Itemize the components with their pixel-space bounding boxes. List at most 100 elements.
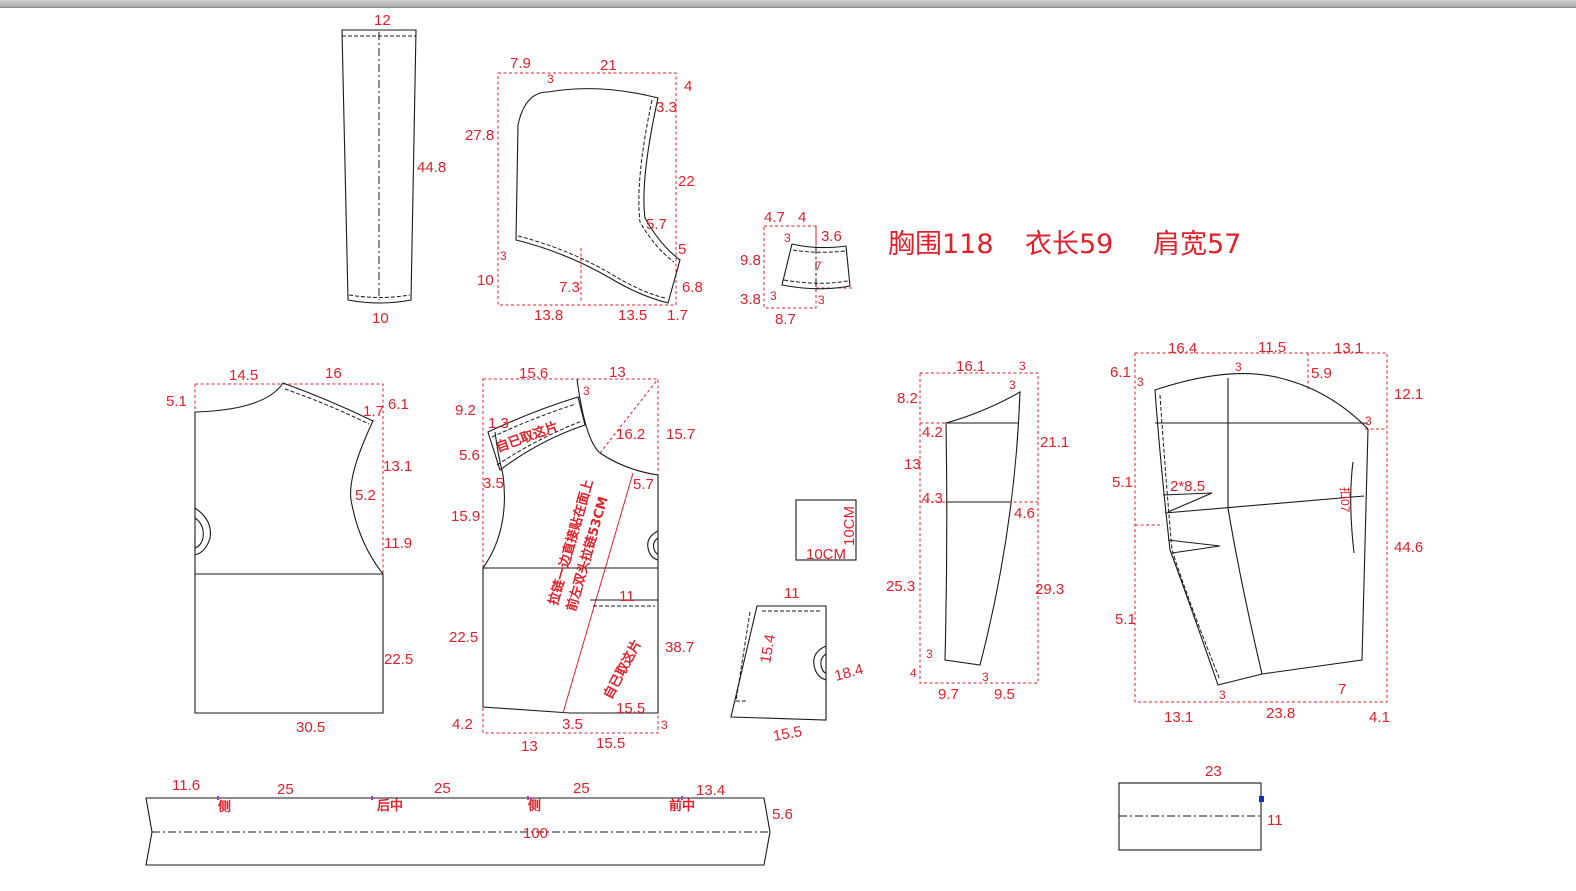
- dim-sleeve-strip-bottom: 10: [372, 310, 389, 327]
- dim-back-5: 6.1: [388, 396, 409, 413]
- dim-back-6: 13.1: [383, 458, 412, 475]
- length-label: 衣长59: [1025, 229, 1113, 260]
- dim-side-10: 25.3: [886, 578, 915, 595]
- dim-hem-4: 25: [573, 780, 590, 797]
- dim-hood-4: 4: [684, 78, 692, 95]
- dim-front-7: 15.7: [666, 426, 695, 443]
- dim-side-7: 13: [904, 456, 921, 473]
- dim-collar-8: 3.8: [740, 291, 761, 308]
- dim-front-10: 5.7: [633, 476, 654, 493]
- dim-sleeve-3: 13.1: [1334, 340, 1363, 357]
- dim-sleeve-1: 16.4: [1168, 340, 1197, 357]
- dim-side-4: 8.2: [897, 390, 918, 407]
- dim-side-12: 3: [926, 647, 933, 661]
- mark-center-back: 后中: [377, 798, 403, 814]
- dim-front-2: 13: [609, 364, 626, 381]
- dim-side-2: 3: [1019, 359, 1026, 373]
- dim-front-4: 9.2: [455, 402, 476, 419]
- shoulder-label: 肩宽57: [1153, 229, 1241, 260]
- dim-pocket-top: 11: [784, 585, 800, 602]
- dim-front-12: 11: [619, 588, 635, 605]
- dim-side-5: 4.2: [922, 424, 943, 441]
- dim-hood-15: 13.5: [618, 307, 647, 324]
- dim-sleeve-13: 44.6: [1394, 539, 1423, 556]
- dim-hood-5: 3.3: [656, 99, 677, 116]
- headline: 胸围118 衣长59 肩宽57: [888, 229, 1241, 260]
- dim-sleeve-17: 13.1: [1164, 709, 1193, 726]
- dim-front-11: 15.9: [451, 508, 480, 525]
- dim-hood-12: 7.3: [559, 279, 580, 296]
- dim-side-3: 3: [1009, 378, 1016, 392]
- selection-handle[interactable]: [1259, 796, 1264, 802]
- pattern-canvas: 胸围118 衣长59 肩宽57 12 44.8 10 7.9 21 3 4 3.…: [145, 12, 1423, 866]
- dim-side-16: 9.5: [994, 686, 1015, 703]
- dim-collar-9: 3: [818, 293, 825, 307]
- dim-hem-1: 11.6: [172, 777, 200, 794]
- dim-hood-11: 10: [477, 272, 494, 289]
- dim-hood-2: 21: [600, 57, 617, 74]
- dim-collar-6: 7: [815, 259, 822, 273]
- dim-hood-9: 3: [500, 249, 507, 263]
- dim-side-13: 3: [982, 670, 989, 684]
- dim-front-5: 1.3: [488, 415, 509, 432]
- dim-collar-3: 3: [784, 231, 791, 245]
- dim-front-20: 15.5: [596, 735, 625, 752]
- dim-side-6: 21.1: [1040, 434, 1069, 451]
- dim-hood-7: 22: [678, 173, 695, 190]
- dim-sleeve-6: 3: [1235, 360, 1242, 374]
- mark-side-2: 侧: [528, 798, 541, 814]
- dim-back-8: 11.9: [384, 535, 412, 552]
- dim-front-8: 5.6: [459, 447, 480, 464]
- dim-sleeve-16: 7: [1338, 681, 1346, 698]
- dim-front-9: 3.5: [483, 475, 504, 492]
- dim-front-15: 15.5: [616, 700, 645, 717]
- dim-front-18: 3: [661, 718, 668, 732]
- dim-square-w: 10CM: [806, 546, 846, 563]
- dim-sleeve-9: 3: [1365, 414, 1372, 428]
- dim-sleeve-strip-side: 44.8: [417, 159, 446, 176]
- square-piece: 10CM 10CM: [795, 499, 858, 563]
- dim-sleeve-15: 3: [1219, 688, 1226, 702]
- window-title-bar: [0, 0, 1576, 8]
- dim-hood-16: 1.7: [667, 307, 688, 324]
- dim-collar-4: 3.6: [821, 228, 842, 245]
- dim-back-4: 1.7: [363, 403, 384, 420]
- dim-sleeve-7: 5.9: [1311, 365, 1332, 382]
- dim-cuff-w: 23: [1205, 763, 1222, 780]
- dim-hood-14: 13.8: [534, 307, 563, 324]
- front-bodice-piece: 15.6 13 3 9.2 1.3 16.2 15.7 5.6 3.5 5.7 …: [449, 364, 695, 755]
- mark-side-1: 侧: [218, 799, 231, 815]
- dim-sleeve-10: 5.1: [1112, 474, 1133, 491]
- dim-front-17: 3.5: [562, 716, 583, 733]
- dim-side-8: 4.3: [922, 490, 943, 507]
- dim-square-h: 10CM: [841, 506, 858, 546]
- dim-side-14: 4: [910, 666, 917, 680]
- sleeve-piece: 16.4 11.5 13.1 6.1 3 3 5.9 12.1 3 5.1 2*…: [1110, 339, 1423, 726]
- collar-piece: 4.7 4 3 3.6 9.8 7 3 3.8 3 8.7: [740, 209, 852, 328]
- dim-sleeve-12: 扣07: [1338, 487, 1352, 513]
- dim-pocket-bottom: 15.5: [772, 723, 804, 745]
- dim-back-2: 16: [325, 365, 342, 382]
- dim-collar-5: 9.8: [740, 252, 761, 269]
- dim-side-1: 16.1: [956, 358, 985, 375]
- dim-hood-8: 5.7: [646, 216, 667, 233]
- dim-sleeve-strip-top: 12: [374, 12, 391, 29]
- dim-collar-7: 3: [770, 289, 777, 303]
- dim-front-1: 15.6: [519, 365, 548, 382]
- dim-front-16: 4.2: [452, 716, 473, 733]
- pocket-piece: 11 15.4 18.4 15.5: [730, 585, 865, 745]
- dim-back-7: 5.2: [355, 487, 376, 504]
- dim-hood-10: 5: [678, 241, 686, 258]
- dim-sleeve-8: 12.1: [1394, 386, 1423, 403]
- dim-sleeve-18: 23.8: [1266, 705, 1295, 722]
- chest-label: 胸围118: [888, 229, 994, 260]
- dim-back-1: 14.5: [229, 367, 258, 384]
- dim-hood-13: 6.8: [682, 279, 703, 296]
- hem-band-piece: 11.6 25 25 25 13.4 5.6 100 侧 后中 侧 前中: [145, 777, 793, 866]
- sleeve-strip-piece: 12 44.8 10: [341, 12, 446, 327]
- note-take-this-piece-2: 自已取这片: [600, 637, 645, 702]
- dim-front-6: 16.2: [616, 426, 645, 443]
- dim-collar-10: 8.7: [775, 311, 796, 328]
- dim-back-10: 30.5: [296, 719, 325, 736]
- dim-side-15: 9.7: [938, 686, 959, 703]
